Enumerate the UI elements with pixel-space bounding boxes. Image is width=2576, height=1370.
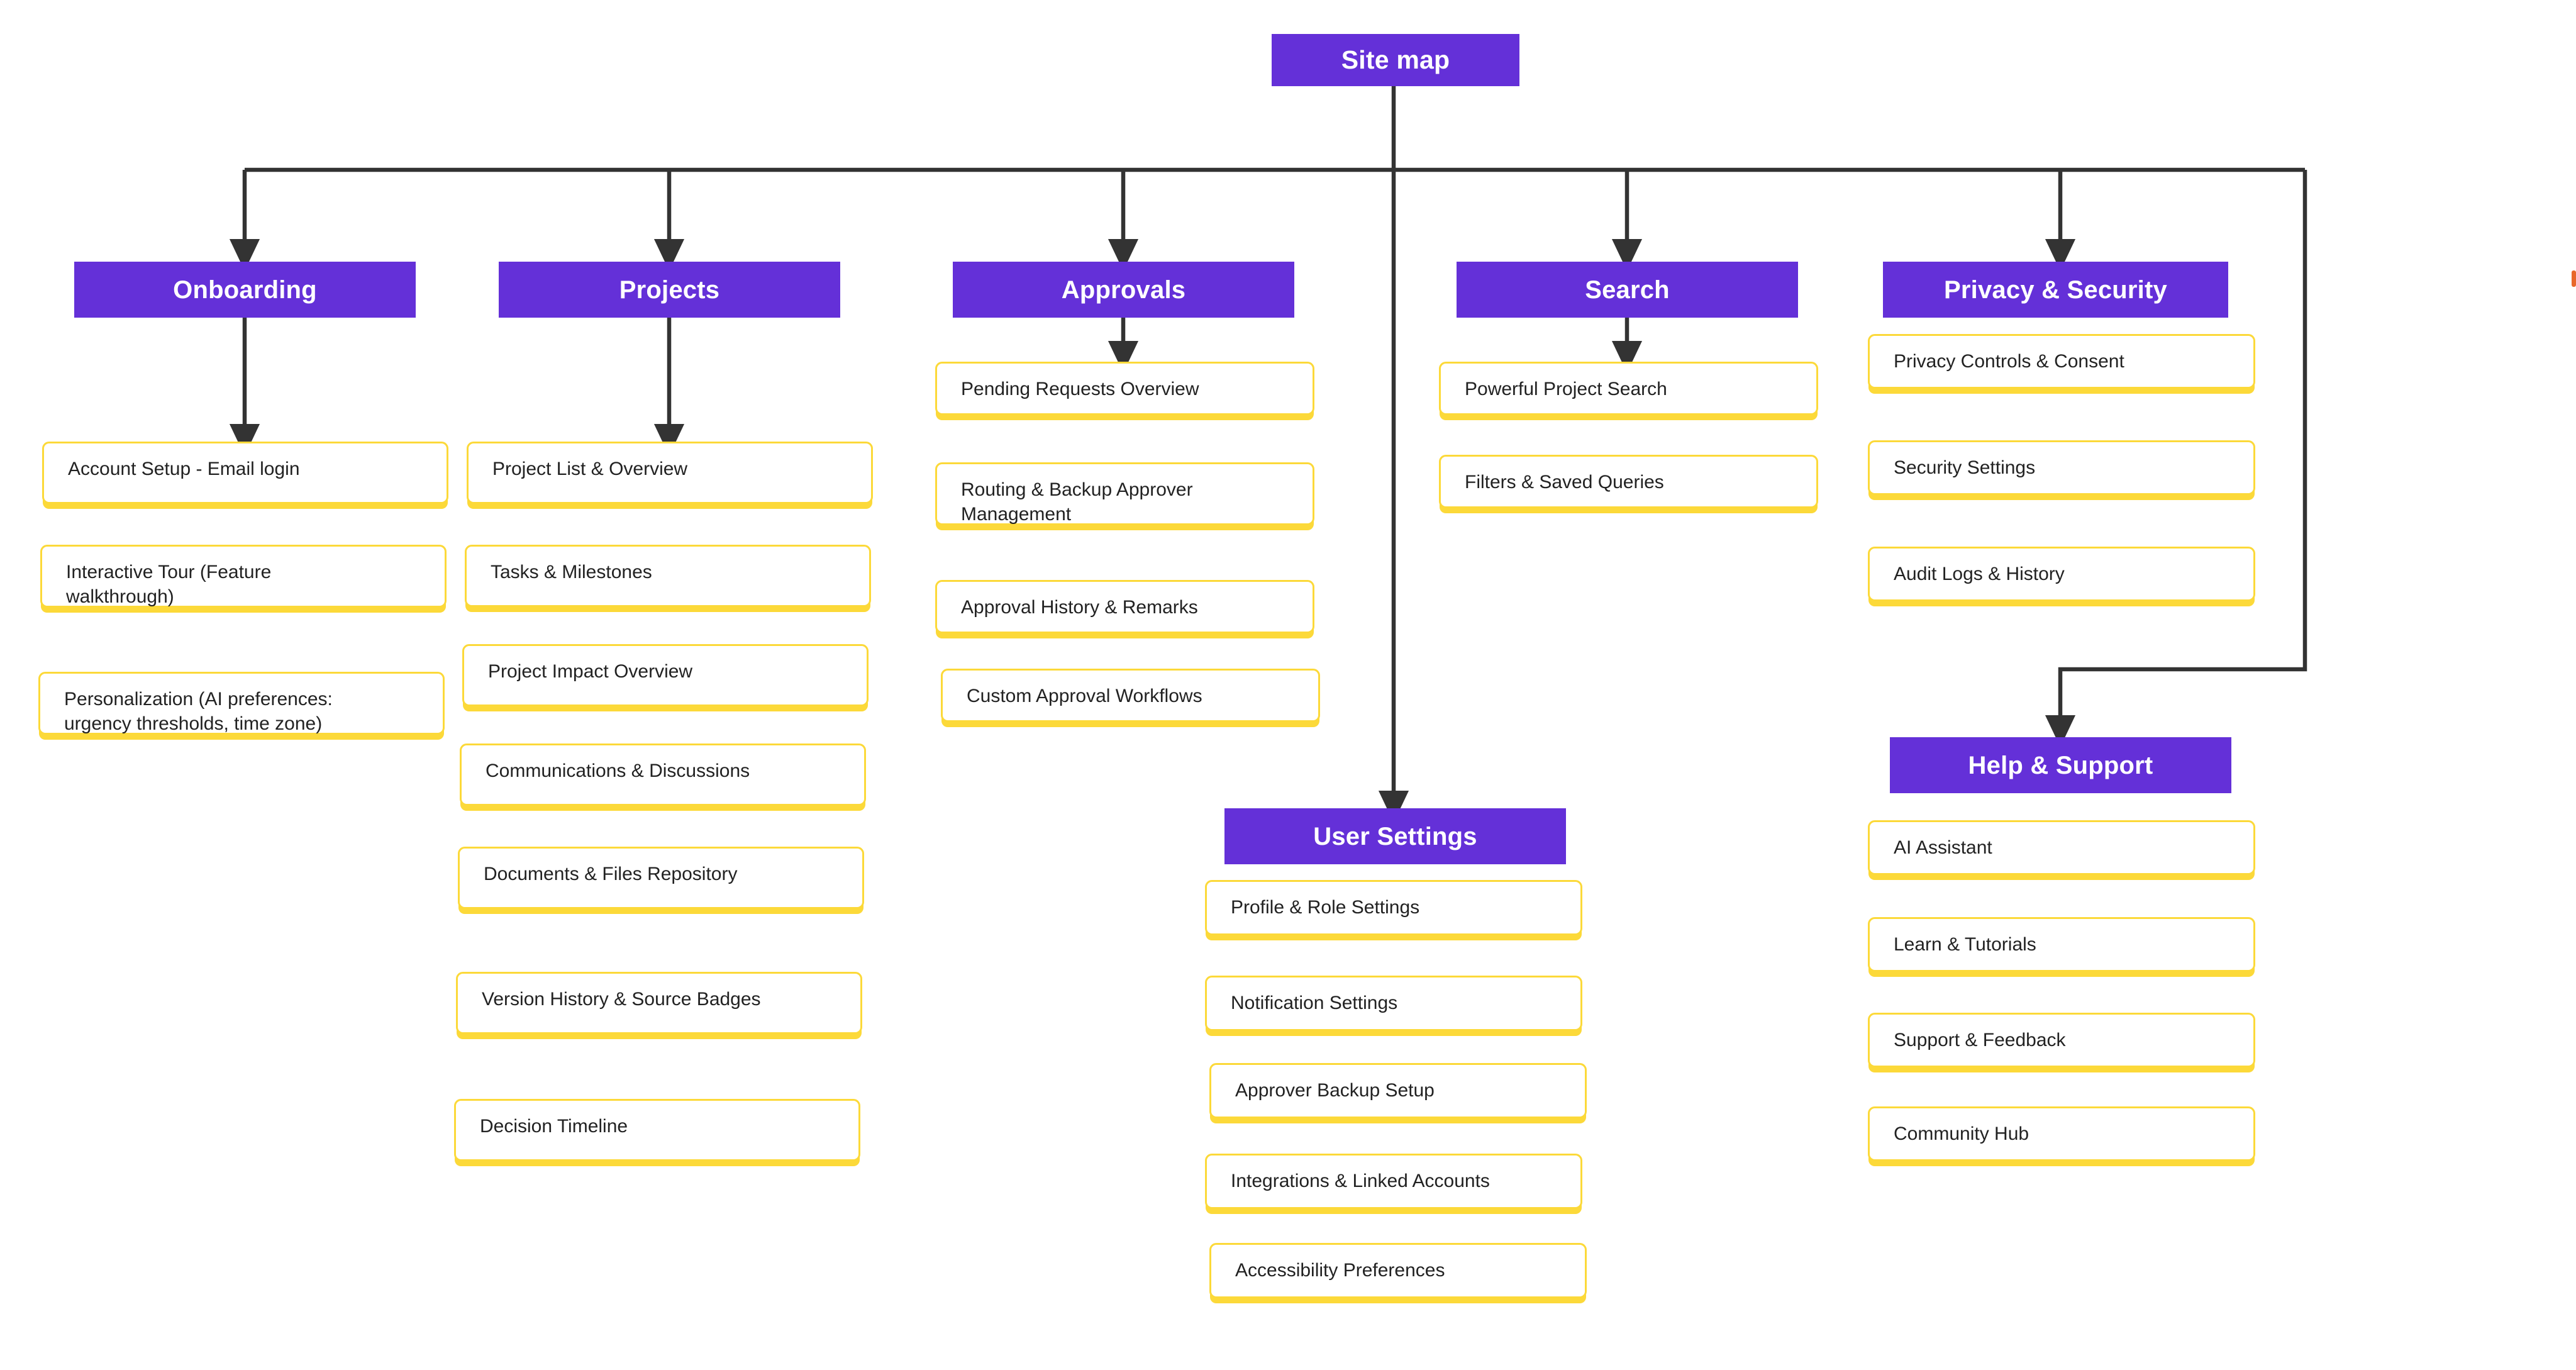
leaf-node[interactable]: Communications & Discussions bbox=[460, 743, 866, 806]
leaf-node-label: Custom Approval Workflows bbox=[967, 686, 1202, 706]
leaf-node[interactable]: Filters & Saved Queries bbox=[1439, 455, 1818, 508]
leaf-node-label: Notification Settings bbox=[1231, 993, 1398, 1013]
leaf-node[interactable]: Documents & Files Repository bbox=[458, 847, 864, 909]
leaf-node[interactable]: Community Hub bbox=[1868, 1106, 2255, 1161]
leaf-node-label: Community Hub bbox=[1894, 1123, 2029, 1144]
leaf-node-label: Documents & Files Repository bbox=[484, 864, 738, 884]
leaf-node-label: Learn & Tutorials bbox=[1894, 934, 2036, 955]
leaf-node-label: Privacy Controls & Consent bbox=[1894, 351, 2124, 372]
leaf-node-label: Interactive Tour (Feature walkthrough) bbox=[66, 562, 272, 607]
root-node-label: Site map bbox=[1341, 45, 1450, 74]
leaf-node[interactable]: Support & Feedback bbox=[1868, 1013, 2255, 1067]
leaf-node[interactable]: Notification Settings bbox=[1205, 976, 1582, 1031]
leaf-node[interactable]: Profile & Role Settings bbox=[1205, 880, 1582, 935]
leaf-node-label: Approval History & Remarks bbox=[961, 597, 1198, 618]
leaf-node-label: Communications & Discussions bbox=[486, 760, 750, 781]
leaf-node-label: Accessibility Preferences bbox=[1235, 1260, 1445, 1281]
root-node-site-map[interactable]: Site map bbox=[1272, 34, 1519, 86]
leaf-node[interactable]: Project List & Overview bbox=[467, 442, 873, 504]
leaf-node[interactable]: Version History & Source Badges bbox=[456, 972, 862, 1034]
leaf-node[interactable]: Tasks & Milestones bbox=[465, 545, 871, 607]
leaf-node[interactable]: Decision Timeline bbox=[454, 1099, 860, 1161]
section-header-label: Help & Support bbox=[1968, 751, 2153, 779]
leaf-node[interactable]: Interactive Tour (Feature walkthrough) bbox=[40, 545, 447, 608]
leaf-node[interactable]: Accessibility Preferences bbox=[1209, 1243, 1587, 1298]
section-header-user-settings[interactable]: User Settings bbox=[1224, 808, 1566, 864]
leaf-node-label: Project List & Overview bbox=[492, 459, 688, 479]
leaf-node[interactable]: Account Setup - Email login bbox=[42, 442, 448, 504]
leaf-node[interactable]: Integrations & Linked Accounts bbox=[1205, 1154, 1582, 1209]
section-header-help-support[interactable]: Help & Support bbox=[1890, 737, 2231, 793]
leaf-node[interactable]: Privacy Controls & Consent bbox=[1868, 334, 2255, 389]
leaf-node-label: Integrations & Linked Accounts bbox=[1231, 1171, 1490, 1191]
section-header-label: Approvals bbox=[1061, 276, 1186, 304]
leaf-node[interactable]: Approval History & Remarks bbox=[935, 580, 1314, 633]
leaf-node-label: Tasks & Milestones bbox=[491, 562, 652, 582]
leaf-node[interactable]: Powerful Project Search bbox=[1439, 362, 1818, 415]
leaf-node[interactable]: Routing & Backup Approver Management bbox=[935, 462, 1314, 525]
leaf-node-label: Pending Requests Overview bbox=[961, 379, 1199, 399]
leaf-node[interactable]: AI Assistant bbox=[1868, 820, 2255, 875]
section-header-privacy-security[interactable]: Privacy & Security bbox=[1883, 262, 2228, 318]
leaf-node[interactable]: Pending Requests Overview bbox=[935, 362, 1314, 415]
leaf-node-label: Profile & Role Settings bbox=[1231, 897, 1420, 918]
leaf-node-label: Routing & Backup Approver Management bbox=[961, 479, 1193, 525]
leaf-node-label: Powerful Project Search bbox=[1465, 379, 1667, 399]
leaf-node[interactable]: Custom Approval Workflows bbox=[941, 669, 1320, 722]
clipped-edge-marker bbox=[2572, 270, 2576, 287]
leaf-node-label: Filters & Saved Queries bbox=[1465, 472, 1664, 493]
leaf-node-label: AI Assistant bbox=[1894, 837, 1992, 858]
leaf-node-label: Approver Backup Setup bbox=[1235, 1080, 1435, 1101]
leaf-node[interactable]: Approver Backup Setup bbox=[1209, 1063, 1587, 1118]
section-header-label: Privacy & Security bbox=[1944, 276, 2167, 304]
leaf-node-label: Account Setup - Email login bbox=[68, 459, 300, 479]
leaf-node-label: Version History & Source Badges bbox=[482, 989, 761, 1010]
section-header-label: User Settings bbox=[1313, 822, 1477, 850]
leaf-node[interactable]: Security Settings bbox=[1868, 440, 2255, 495]
section-header-projects[interactable]: Projects bbox=[499, 262, 840, 318]
leaf-node[interactable]: Personalization (AI preferences: urgency… bbox=[38, 672, 445, 735]
section-header-search[interactable]: Search bbox=[1457, 262, 1798, 318]
section-header-label: Onboarding bbox=[173, 276, 317, 304]
leaf-node-label: Personalization (AI preferences: urgency… bbox=[64, 689, 333, 734]
section-header-label: Projects bbox=[619, 276, 720, 304]
leaf-node-label: Security Settings bbox=[1894, 457, 2036, 478]
leaf-node[interactable]: Project Impact Overview bbox=[462, 644, 869, 706]
leaf-node[interactable]: Learn & Tutorials bbox=[1868, 917, 2255, 972]
section-header-onboarding[interactable]: Onboarding bbox=[74, 262, 416, 318]
leaf-node-label: Project Impact Overview bbox=[488, 661, 693, 682]
leaf-node[interactable]: Audit Logs & History bbox=[1868, 547, 2255, 601]
leaf-node-label: Support & Feedback bbox=[1894, 1030, 2066, 1050]
section-header-label: Search bbox=[1585, 276, 1670, 304]
leaf-node-label: Audit Logs & History bbox=[1894, 564, 2065, 584]
section-header-approvals[interactable]: Approvals bbox=[953, 262, 1294, 318]
leaf-node-label: Decision Timeline bbox=[480, 1116, 628, 1137]
